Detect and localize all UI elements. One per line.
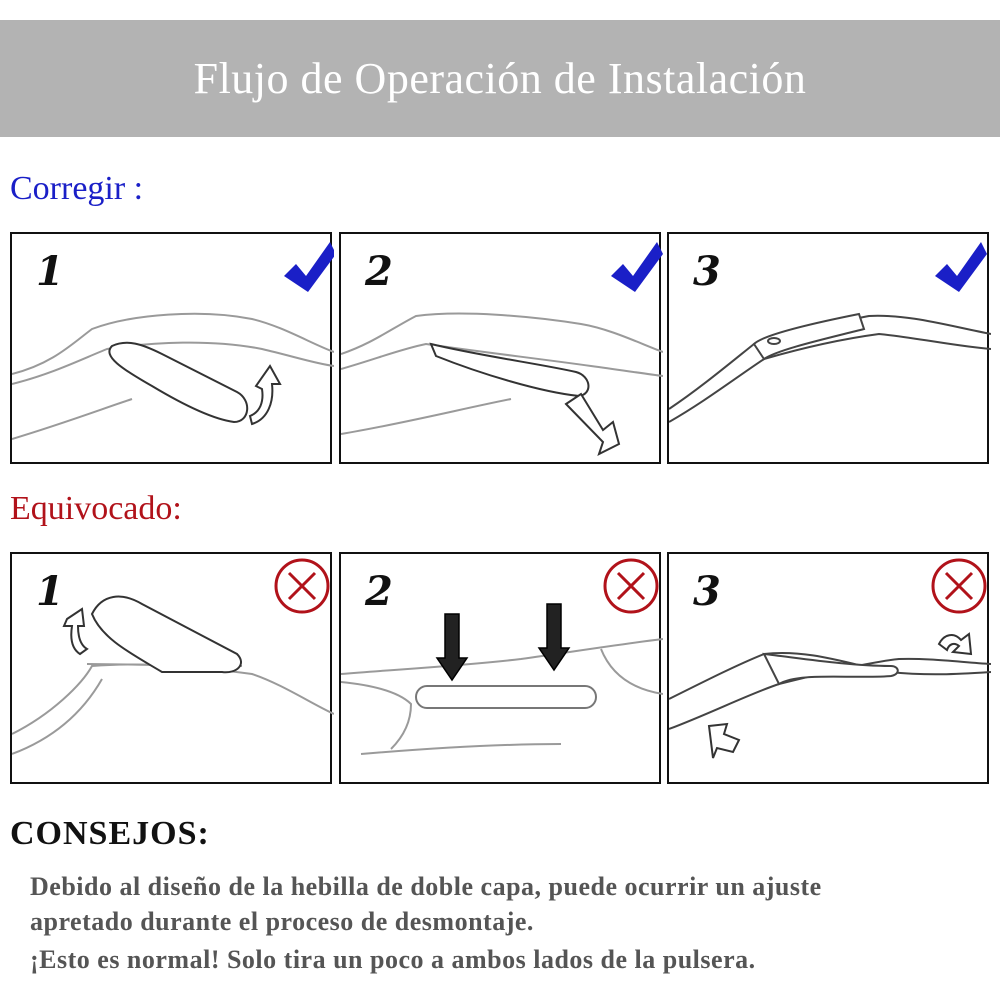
correct-step-2-panel: 2 — [339, 232, 663, 464]
tips-line-1: Debido al diseño de la hebilla de doble … — [30, 872, 822, 901]
checkmark-icon — [935, 242, 987, 292]
tips-line-2: apretado durante el proceso de desmontaj… — [30, 907, 534, 936]
step-number: 3 — [693, 248, 721, 295]
checkmark-icon — [284, 242, 334, 292]
step-number: 1 — [36, 568, 64, 615]
tips-line-3: ¡Esto es normal! Solo tira un poco a amb… — [30, 945, 756, 974]
band-illustration — [12, 595, 334, 755]
cross-circle-icon — [603, 558, 659, 614]
wrong-section-label: Equivocado: — [10, 490, 182, 527]
page-title: Flujo de Operación de Instalación — [193, 54, 807, 103]
wrong-step-1-panel: 1 — [10, 552, 334, 784]
correct-step-3-panel: 3 — [667, 232, 991, 464]
title-banner: Flujo de Operación de Instalación — [0, 20, 1000, 137]
correct-section-label: Corregir : — [10, 170, 144, 207]
band-illustration — [341, 603, 663, 755]
band-illustration — [669, 312, 991, 423]
wrong-step-3-panel: 3 — [667, 552, 991, 784]
cross-circle-icon — [274, 558, 330, 614]
cross-circle-icon — [931, 558, 987, 614]
tips-title: CONSEJOS: — [10, 815, 210, 852]
band-illustration — [669, 632, 991, 759]
wrong-step-2-panel: 2 — [339, 552, 663, 784]
step-number: 3 — [693, 568, 721, 615]
band-illustration — [341, 312, 663, 456]
band-illustration — [12, 312, 334, 440]
step-number: 2 — [365, 568, 393, 615]
correct-step-1-panel: 1 — [10, 232, 334, 464]
step-number: 1 — [36, 248, 64, 295]
checkmark-icon — [611, 242, 663, 292]
step-number: 2 — [365, 248, 393, 295]
